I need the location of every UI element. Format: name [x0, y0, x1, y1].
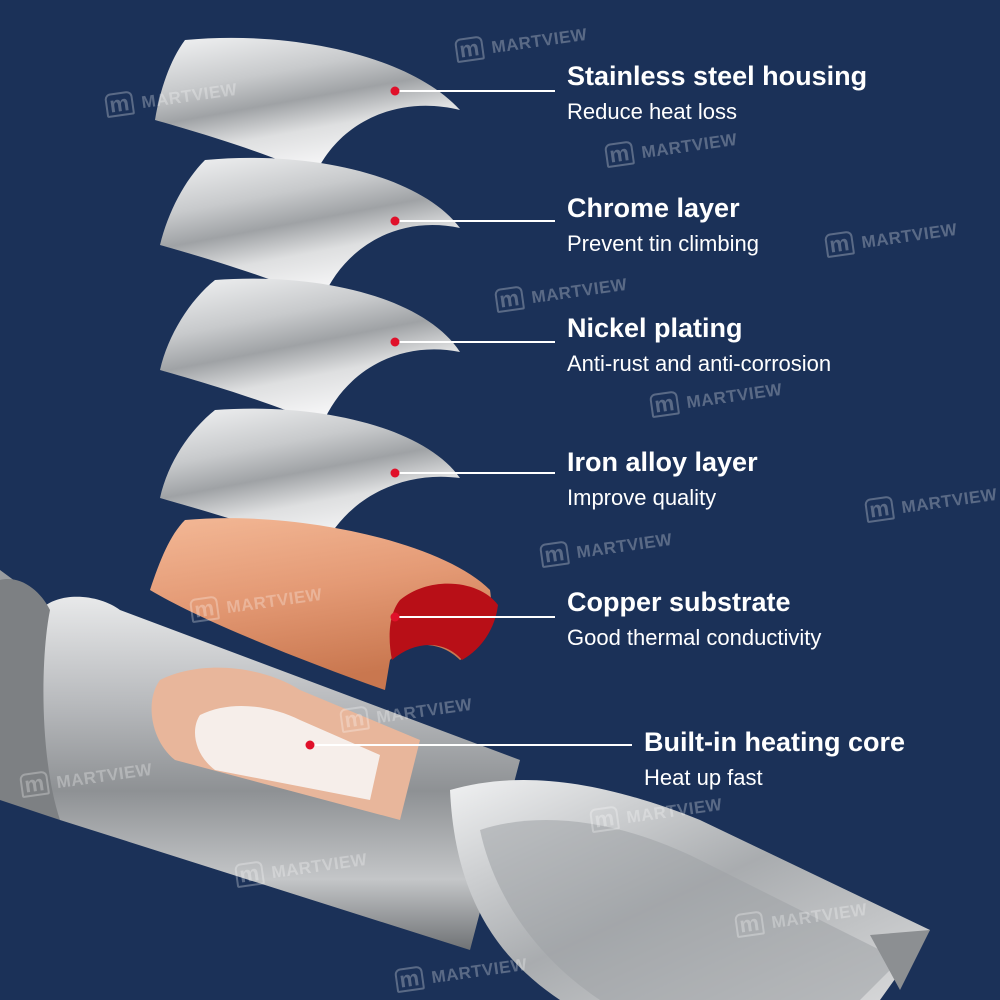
copper-substrate-shape	[150, 518, 498, 690]
watermark-logo-icon: m	[188, 595, 221, 624]
watermark-logo-icon: m	[733, 910, 766, 939]
foil-layer-chrome	[160, 157, 460, 300]
layer-description: Heat up fast	[644, 765, 763, 790]
soldering-tip-body	[0, 570, 930, 1000]
layer-title: Iron alloy layer	[567, 447, 758, 477]
watermark-logo-icon: m	[233, 860, 266, 889]
layer-description: Good thermal conductivity	[567, 625, 822, 650]
foil-layer-stainless	[155, 37, 460, 175]
foil-layer-iron	[160, 408, 460, 550]
watermark-logo-icon: m	[823, 230, 856, 259]
watermark-logo-icon: m	[603, 140, 636, 169]
watermark-logo-icon: m	[338, 705, 371, 734]
pointer-lines	[310, 90, 632, 746]
label-stainless-steel-housing: Stainless steel housing Reduce heat loss	[567, 60, 867, 126]
layer-title: Stainless steel housing	[567, 61, 868, 91]
label-copper-substrate: Copper substrate Good thermal conductivi…	[567, 586, 821, 652]
label-nickel-plating: Nickel plating Anti-rust and anti-corros…	[567, 312, 831, 378]
layer-title: Chrome layer	[567, 193, 740, 223]
layer-description: Anti-rust and anti-corrosion	[567, 351, 832, 376]
layer-description: Reduce heat loss	[567, 99, 737, 124]
pointer-dot-copper	[390, 612, 400, 622]
watermark-logo-icon: m	[453, 35, 486, 64]
layer-title: Copper substrate	[567, 587, 791, 617]
watermark-logo-icon: m	[648, 390, 681, 419]
watermark-logo-icon: m	[103, 90, 136, 119]
pointer-dots	[305, 86, 400, 750]
pointer-dot-iron	[390, 468, 400, 478]
pointer-dot-chrome	[390, 216, 400, 226]
watermark-logo-icon: m	[588, 805, 621, 834]
watermark-logo-icon: m	[493, 285, 526, 314]
label-built-in-heating-core: Built-in heating core Heat up fast	[644, 726, 905, 792]
foil-layer-nickel	[160, 278, 460, 425]
label-chrome-layer: Chrome layer Prevent tin climbing	[567, 192, 759, 258]
pointer-dot-stainless	[390, 86, 400, 96]
watermark-logo-icon: m	[538, 540, 571, 569]
layer-description: Improve quality	[567, 485, 717, 510]
layer-title: Nickel plating	[567, 313, 743, 343]
label-iron-alloy-layer: Iron alloy layer Improve quality	[567, 446, 758, 512]
pointer-dot-core	[305, 740, 315, 750]
layer-description: Prevent tin climbing	[567, 231, 759, 256]
watermark-logo-icon: m	[393, 965, 426, 994]
watermark-logo-icon: m	[18, 770, 51, 799]
pointer-dot-nickel	[390, 337, 400, 347]
watermark-logo-icon: m	[863, 495, 896, 524]
layer-title: Built-in heating core	[644, 727, 906, 757]
